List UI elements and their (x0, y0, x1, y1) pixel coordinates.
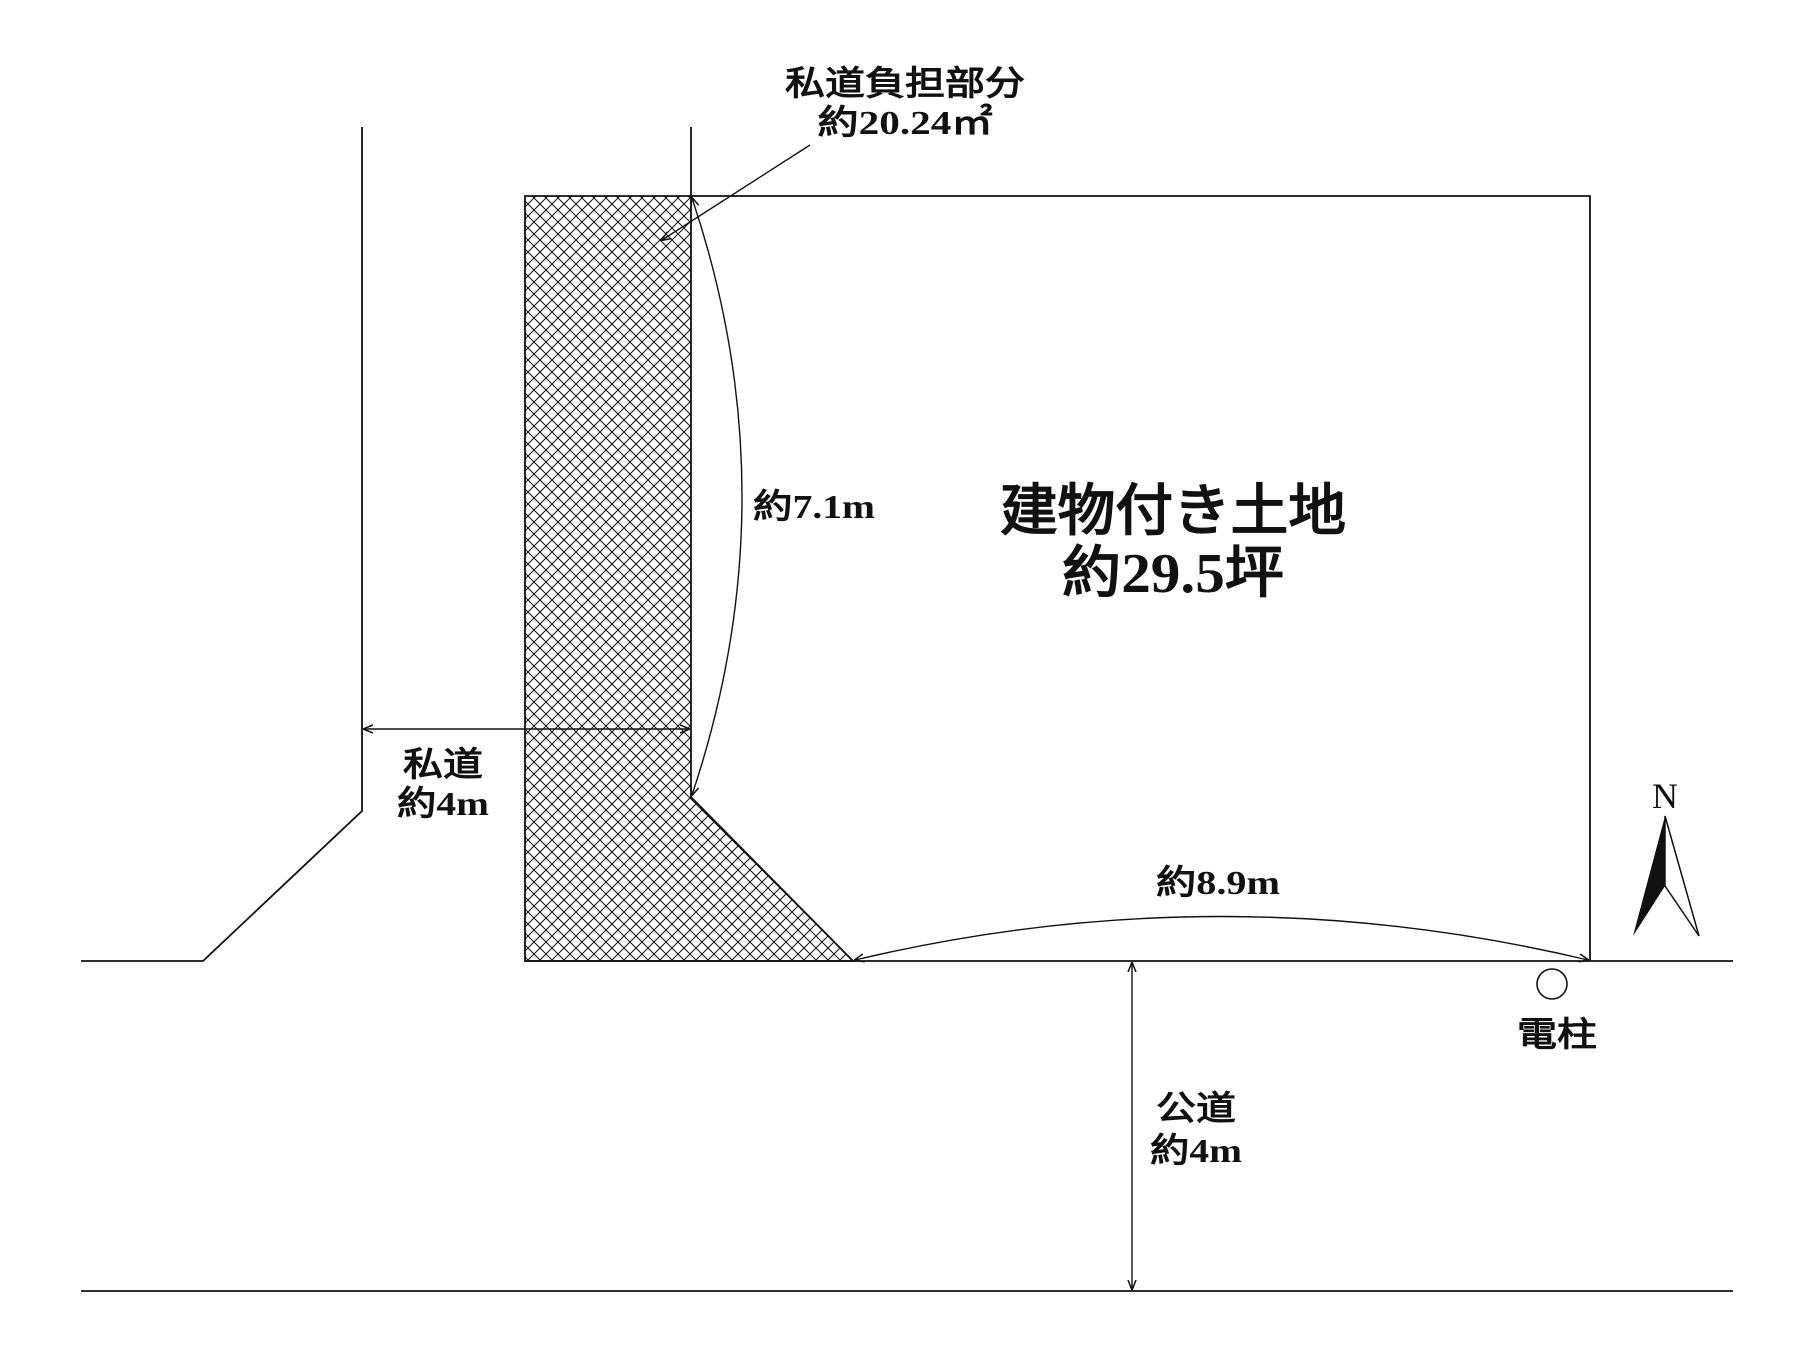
public-road-title: 公道 (1156, 1090, 1236, 1128)
private-road-share-title: 私道負担部分 (785, 65, 1025, 103)
west-side-length: 約7.1m (753, 488, 875, 526)
private-road-share-area: 約20.24㎡ (818, 103, 993, 142)
frontage-dimension-arc (855, 915, 1588, 961)
frontage-length: 約8.9m (1156, 864, 1280, 902)
utility-pole-icon (1536, 968, 1568, 1000)
north-label: N (1652, 776, 1678, 816)
private-road-west-edge (81, 127, 363, 962)
private-road-title: 私道 (403, 746, 483, 784)
public-road-width: 約4m (1150, 1132, 1242, 1170)
west-side-dimension-arc (692, 198, 743, 795)
utility-pole-label: 電柱 (1517, 1016, 1597, 1054)
north-arrow-icon (1633, 815, 1700, 937)
lot-boundary (691, 195, 1591, 961)
lot-title: 建物付き土地 (1000, 481, 1346, 543)
share-leader-arrow (662, 144, 811, 240)
private-road-width: 約4m (397, 785, 489, 823)
lot-area: 約29.5坪 (1062, 543, 1284, 605)
private-road-share-area (524, 195, 856, 962)
